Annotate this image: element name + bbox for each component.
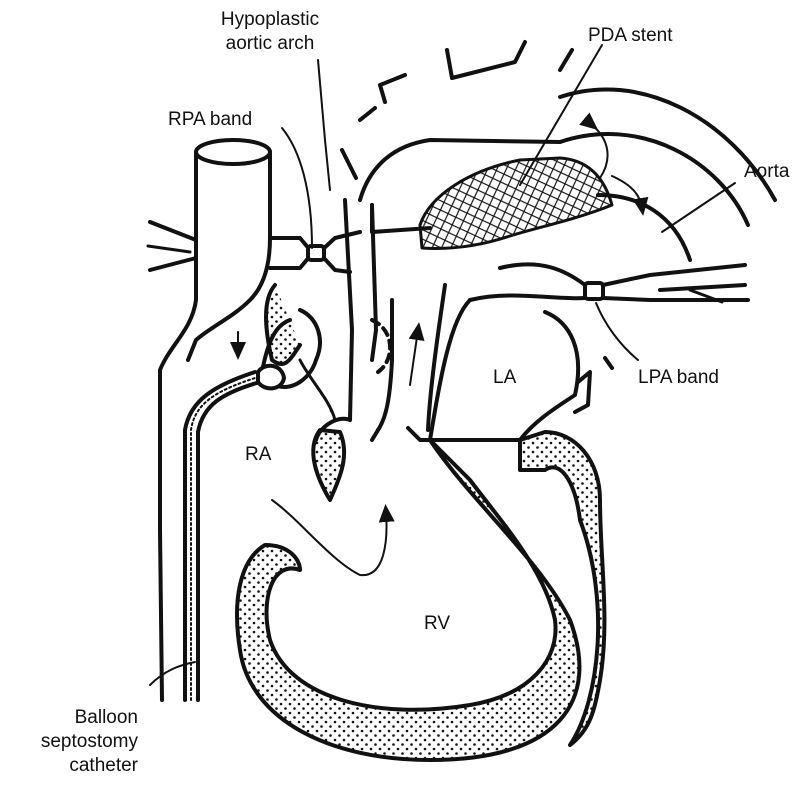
label-rv: RV xyxy=(424,612,450,636)
leader-lpa-band xyxy=(596,303,638,360)
label-line: catheter xyxy=(20,754,138,778)
leader-aorta xyxy=(662,183,735,232)
label-rpa-band: RPA band xyxy=(168,108,252,132)
pulmonary-vein-branches xyxy=(148,222,196,270)
leader-rpa-band xyxy=(282,128,312,248)
leader-catheter xyxy=(150,662,195,685)
label-line: Hypoplastic xyxy=(195,8,345,32)
label-text: LA xyxy=(493,367,516,388)
leader-hypoplastic-arch xyxy=(318,60,330,190)
label-aorta: Aorta xyxy=(744,160,789,184)
rpa-band xyxy=(308,246,324,260)
pda-stent xyxy=(420,158,612,249)
label-text: Aorta xyxy=(744,161,789,182)
label-hypoplastic-aortic-arch: Hypoplastic aortic arch xyxy=(195,8,345,56)
label-ra: RA xyxy=(245,443,271,467)
label-pda-stent: PDA stent xyxy=(588,24,673,48)
label-text: LPA band xyxy=(638,367,719,388)
label-text: PDA stent xyxy=(588,25,673,46)
label-text: RV xyxy=(424,613,450,634)
label-lpa-band: LPA band xyxy=(638,366,719,390)
label-line: Balloon xyxy=(20,706,138,730)
label-line: aortic arch xyxy=(195,32,345,56)
left-pulmonary-artery xyxy=(470,264,748,302)
lpa-band xyxy=(585,283,603,299)
label-text: RA xyxy=(245,444,271,465)
flow-arrow-pa xyxy=(410,330,418,385)
label-la: LA xyxy=(493,366,516,390)
label-text: RPA band xyxy=(168,109,252,130)
aortic-arc xyxy=(342,42,775,412)
label-balloon-septostomy-catheter: Balloon septostomy catheter xyxy=(20,706,138,778)
label-line: septostomy xyxy=(20,730,138,754)
ventricular-wall xyxy=(237,440,579,760)
atrial-appendage xyxy=(313,430,344,500)
